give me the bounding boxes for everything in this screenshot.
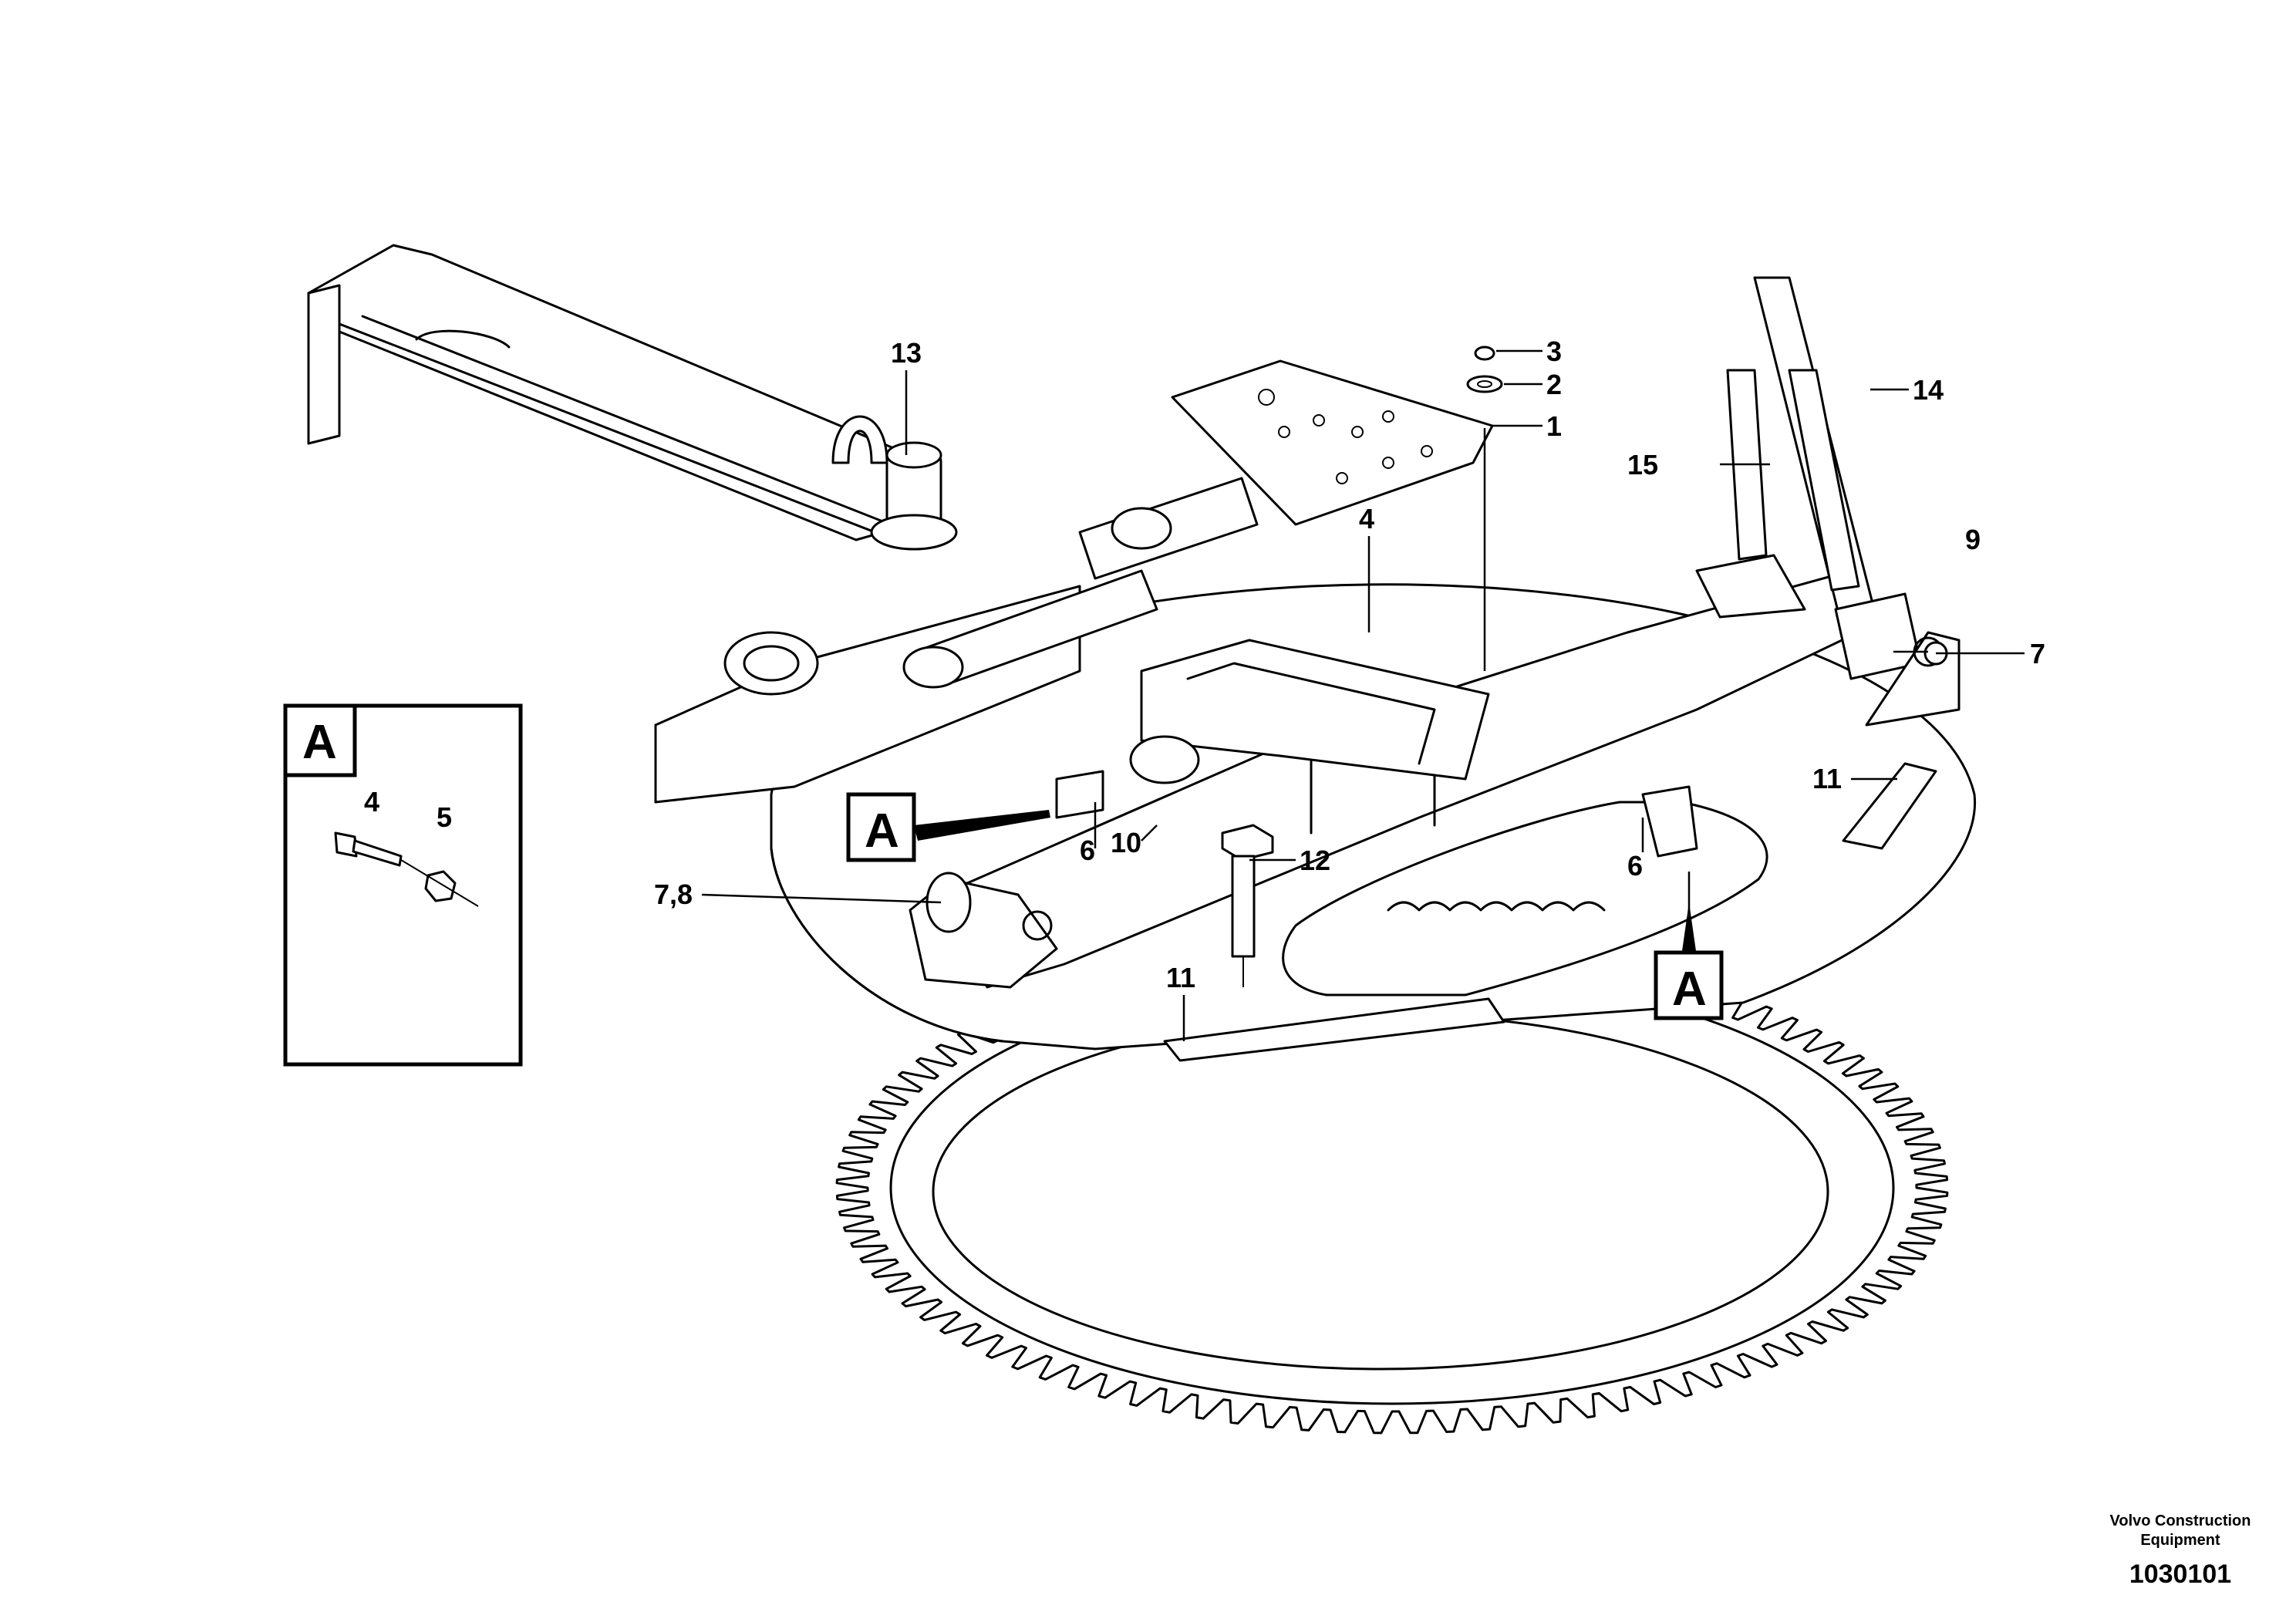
lifting-eye — [831, 415, 958, 551]
view-labels: A A A — [302, 716, 1707, 1016]
detail-callout-5: 5 — [437, 801, 452, 833]
hydraulic-cylinders — [723, 477, 1259, 784]
detail-callout-4: 4 — [364, 786, 379, 818]
hex-bolt — [1221, 824, 1274, 987]
detail-box-label: A — [302, 716, 337, 769]
callout-11-right: 11 — [1812, 763, 1842, 794]
callout-7-8: 7,8 — [654, 878, 693, 910]
credit-line-1: Volvo Construction — [2110, 1512, 2251, 1529]
callout-labels: 3 2 1 14 15 13 4 9 7 11 6 10 12 6 7,8 11… — [364, 336, 2045, 993]
callout-1: 1 — [1546, 410, 1562, 442]
callout-7: 7 — [2030, 638, 2045, 669]
callout-2: 2 — [1546, 369, 1562, 400]
view-ref-label-left: A — [865, 804, 899, 858]
callout-14: 14 — [1913, 374, 1944, 406]
detail-view-a — [283, 703, 523, 1067]
footer: Volvo Construction Equipment 1030101 — [2110, 1512, 2251, 1589]
callout-13: 13 — [891, 337, 922, 369]
callout-11-bottom: 11 — [1166, 962, 1195, 993]
callout-6-right: 6 — [1627, 850, 1643, 882]
credit-line-2: Equipment — [2140, 1532, 2220, 1549]
document-number: 1030101 — [2129, 1560, 2231, 1589]
view-reference-box-left — [846, 792, 916, 862]
callout-12: 12 — [1300, 845, 1330, 876]
washer-nut-stack — [1466, 346, 1503, 671]
callout-4: 4 — [1359, 503, 1374, 534]
pivot-brackets — [909, 631, 1961, 989]
callout-15: 15 — [1627, 449, 1658, 481]
callout-6-left: 6 — [1080, 835, 1095, 866]
cover-plate — [1171, 359, 1494, 526]
view-ref-label-right: A — [1672, 963, 1707, 1016]
stop-blocks — [1055, 770, 1698, 858]
leader-lines — [701, 349, 2025, 1041]
view-reference-box-right — [1654, 950, 1724, 1020]
callout-9: 9 — [1965, 524, 1981, 555]
callout-3: 3 — [1546, 336, 1562, 367]
wear-pads — [1163, 762, 1937, 1062]
callout-10: 10 — [1111, 827, 1141, 858]
